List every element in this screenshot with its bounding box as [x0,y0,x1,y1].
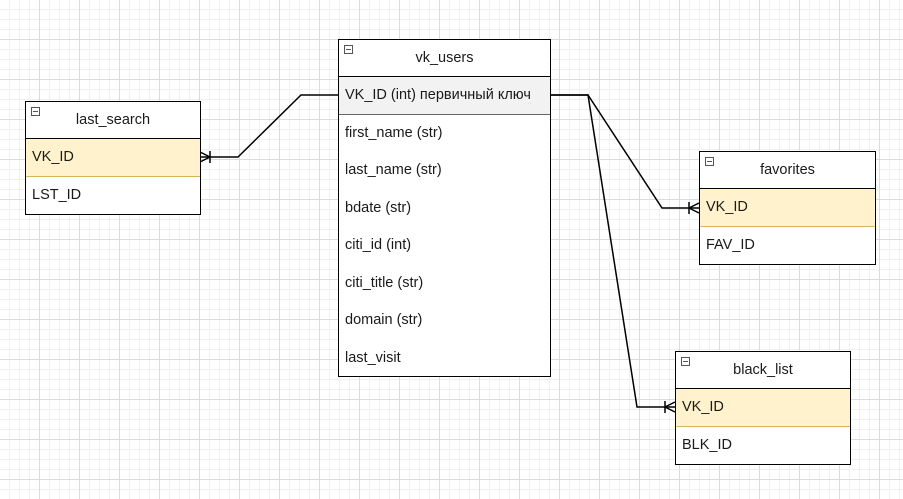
collapse-icon[interactable] [705,157,714,166]
entity-title: vk_users [415,50,474,66]
key-row-vk-id[interactable]: VK_ID [700,189,875,227]
entity-header: vk_users [339,40,550,77]
field-row-first-name[interactable]: first_name (str) [345,124,443,141]
entity-favorites[interactable]: favorites VK_ID FAV_ID [699,151,876,265]
key-row-vk-id[interactable]: VK_ID [26,139,200,177]
field-row-last-name[interactable]: last_name (str) [345,162,442,178]
collapse-icon[interactable] [344,45,353,54]
entity-last-search[interactable]: last_search VK_ID LST_ID [25,101,201,215]
collapse-icon[interactable] [31,107,40,116]
connector-vk-users-black-list[interactable] [550,94,676,413]
entity-vk-users[interactable]: vk_users VK_ID (int) первичный ключ firs… [338,39,551,377]
entity-title: black_list [733,362,793,378]
field-row-citi-title[interactable]: citi_title (str) [345,274,424,291]
connector-vk-users-favorites[interactable] [550,94,700,214]
entity-black-list[interactable]: black_list VK_ID BLK_ID [675,351,851,465]
entity-title: last_search [75,112,151,128]
connector-vk-users-last-search[interactable] [199,94,338,163]
field-row-domain[interactable]: domain (str) [345,312,423,328]
field-row-citi-id[interactable]: citi_id (int) [345,237,412,253]
entity-header: last_search [26,102,200,139]
entity-header: black_list [676,352,850,389]
key-row-vk-id[interactable]: VK_ID [676,389,850,427]
field-row-last-visit[interactable]: last_visit [345,349,401,366]
field-row-fav-id[interactable]: FAV_ID [706,236,755,253]
collapse-icon[interactable] [681,357,690,366]
field-row-blk-id[interactable]: BLK_ID [682,436,732,453]
entity-title: favorites [760,162,815,178]
field-row-lst-id[interactable]: LST_ID [32,186,82,203]
primary-key-row[interactable]: VK_ID (int) первичный ключ [339,77,550,115]
entity-header: favorites [700,152,875,189]
field-row-bdate[interactable]: bdate (str) [345,199,412,216]
